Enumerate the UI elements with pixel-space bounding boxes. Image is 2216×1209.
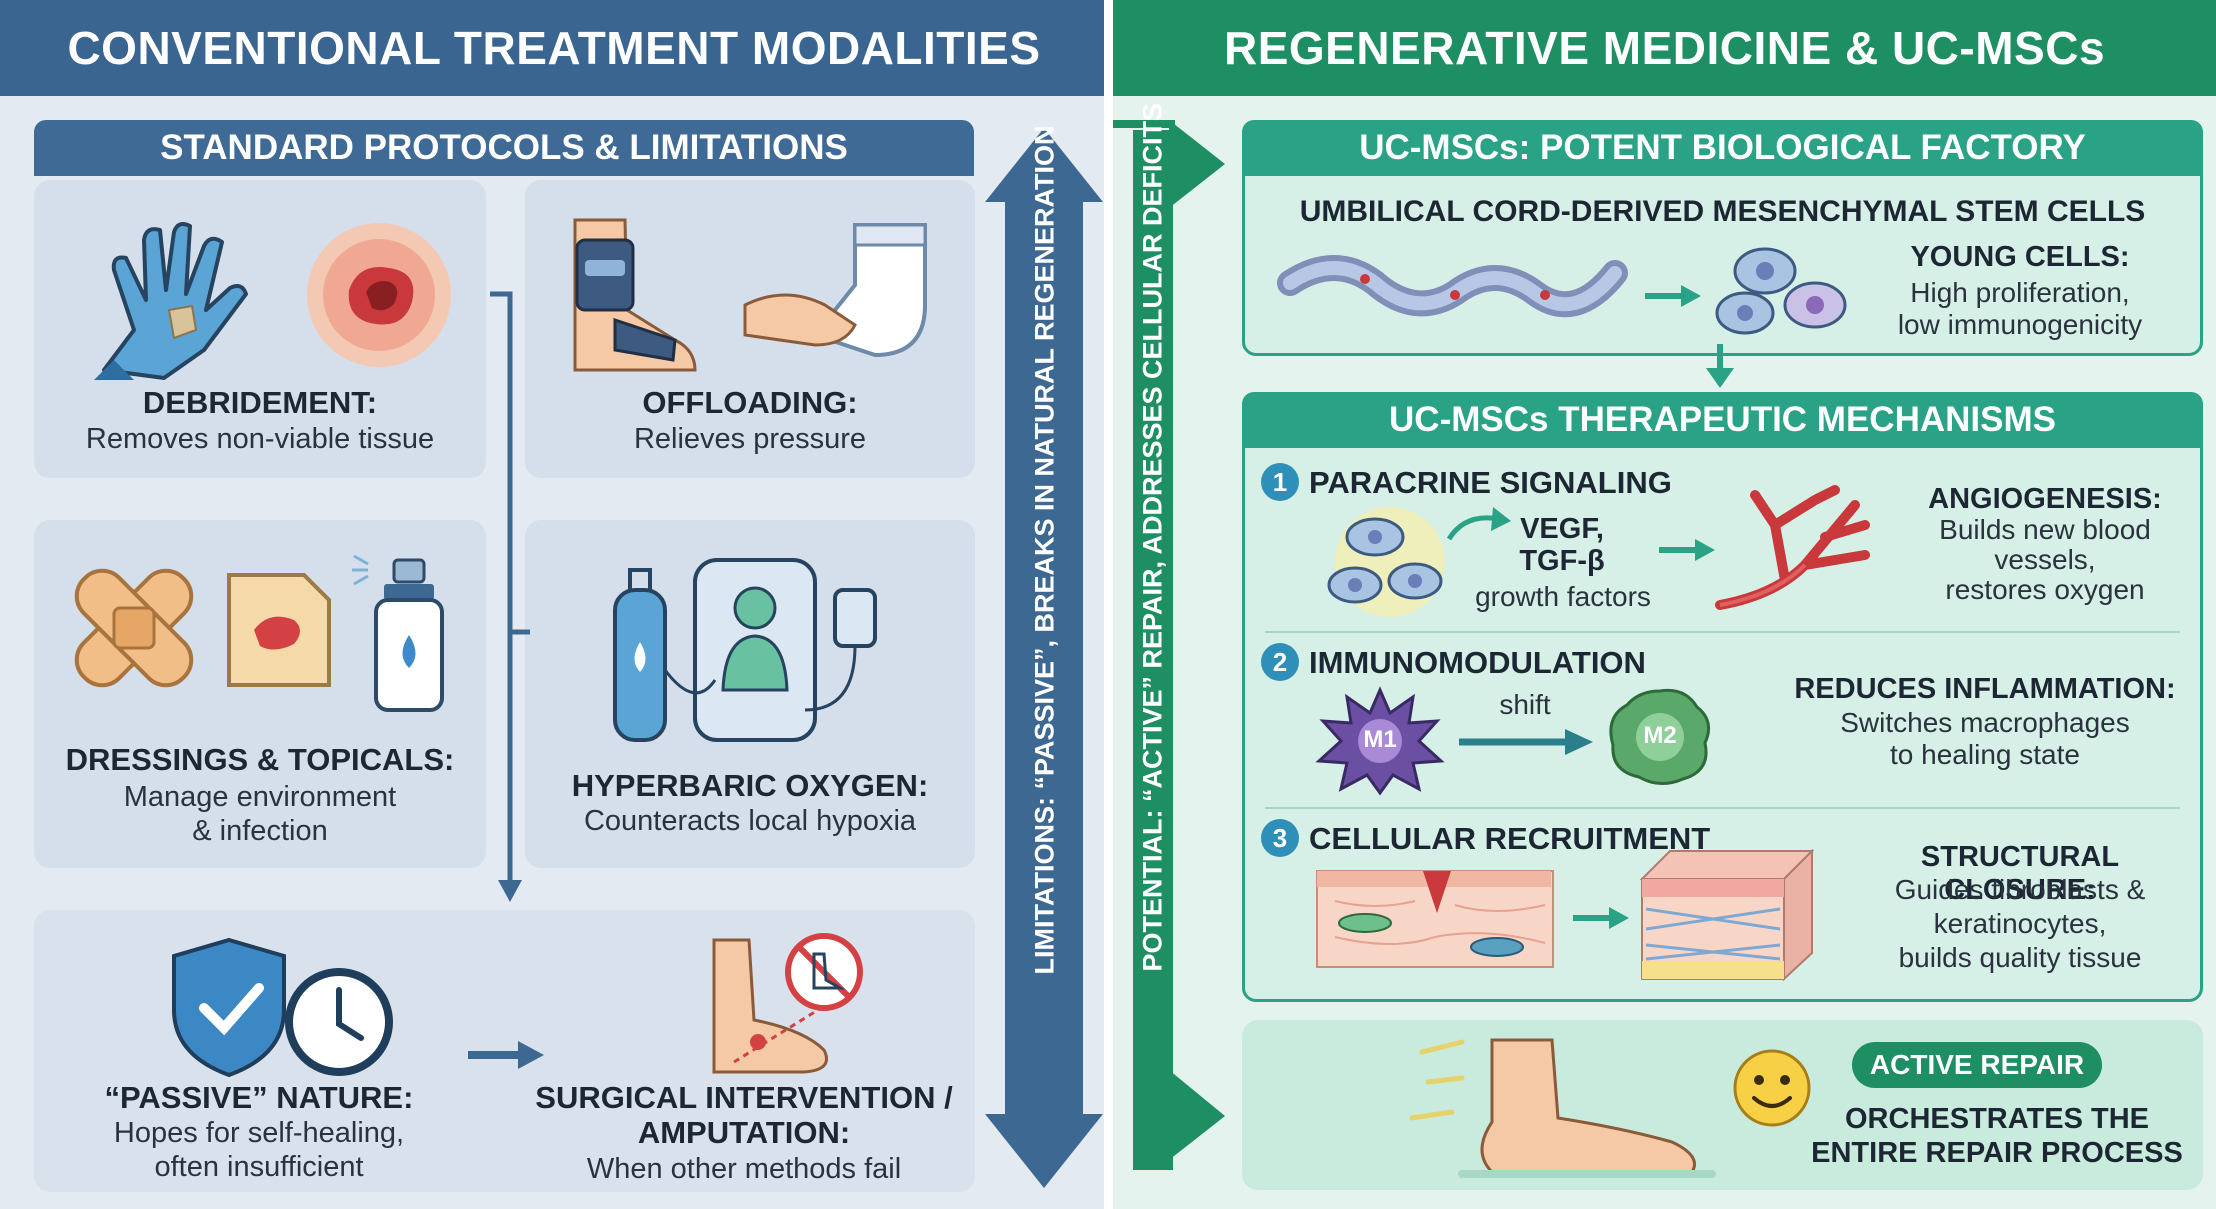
arrow-icon	[1659, 539, 1715, 561]
mechanism-2-number: 2	[1261, 643, 1299, 681]
stem-cells-icon	[1715, 247, 1847, 335]
mechanism-2-title: IMMUNOMODULATION	[1309, 645, 1646, 680]
mechanism-3-title: CELLULAR RECRUITMENT	[1309, 821, 1711, 856]
mechanism-1-number: 1	[1261, 463, 1299, 501]
vegf-tgf-label: VEGF, TGF-β	[1519, 513, 1605, 577]
active-repair-badge: ACTIVE REPAIR	[1852, 1042, 2102, 1088]
glove-icon	[94, 222, 248, 380]
limitations-arrow-label: LIMITATIONS: “PASSIVE”, BREAKS IN NATURA…	[1029, 125, 1060, 975]
dressings-card: DRESSINGS & TOPICALS: Manage environment…	[34, 520, 486, 868]
mechanisms-panel: UC-MSCs THERAPEUTIC MECHANISMS 1 PARACRI…	[1242, 392, 2203, 1002]
angiogenesis-desc: Builds new blood vessels, restores oxyge…	[1939, 514, 2151, 605]
mechanism-separator	[1265, 807, 2180, 809]
mechanism-1-title: PARACRINE SIGNALING	[1309, 465, 1672, 500]
standard-protocols-title: STANDARD PROTOCOLS & LIMITATIONS	[34, 120, 974, 176]
paracrine-cells-icon	[1327, 507, 1445, 617]
factory-subtitle: UMBILICAL CORD-DERIVED MESENCHYMAL STEM …	[1299, 195, 2146, 228]
debridement-card: DEBRIDEMENT: Removes non-viable tissue	[34, 180, 486, 478]
young-cells-desc: High proliferation, low immunogenicity	[1897, 277, 2143, 340]
dressings-title: DRESSINGS & TOPICALS:	[65, 742, 455, 777]
bandage-icon	[74, 568, 194, 688]
offloading-card: OFFLOADING: Relieves pressure	[525, 180, 975, 478]
shift-label: shift	[1499, 689, 1551, 720]
flow-connector	[490, 291, 530, 902]
amputation-foot-icon	[712, 933, 863, 1074]
blood-vessel-icon	[1715, 485, 1870, 610]
mechanism-separator	[1265, 631, 2180, 633]
sock-icon	[743, 223, 927, 358]
spray-bottle-icon	[352, 554, 444, 712]
young-cells-title: YOUNG CELLS:	[1910, 241, 2130, 273]
angiogenesis-title: ANGIOGENESIS:	[1928, 483, 2162, 515]
smiley-icon	[1733, 1049, 1811, 1127]
potential-arrow	[1113, 120, 1225, 1170]
m2-label: M2	[1643, 722, 1677, 749]
section-divider	[1104, 0, 1114, 1209]
growth-factors-label: growth factors	[1475, 581, 1651, 612]
hyperbaric-card: HYPERBARIC OXYGEN: Counteracts local hyp…	[525, 520, 975, 868]
mechanisms-title: UC-MSCs THERAPEUTIC MECHANISMS	[1242, 392, 2203, 448]
m1-label: M1	[1363, 726, 1397, 753]
arrow-icon	[1645, 285, 1701, 307]
active-repair-desc: ORCHESTRATES THE ENTIRE REPAIR PROCESS	[1811, 1103, 2183, 1169]
surgical-title: SURGICAL INTERVENTION / AMPUTATION:	[535, 1080, 953, 1150]
gauze-pad-icon	[227, 573, 331, 687]
healed-tissue-block-icon	[1639, 848, 1815, 982]
potential-arrow-label: POTENTIAL: “ACTIVE” REPAIR, ADDRESSES CE…	[1137, 102, 1168, 972]
ankle-brace-icon	[573, 218, 697, 372]
limitations-panel: “PASSIVE” NATURE: Hopes for self-healing…	[34, 910, 975, 1192]
shift-arrow-icon	[1459, 729, 1593, 755]
passive-desc: Hopes for self-healing, often insufficie…	[113, 1117, 405, 1183]
offloading-title: OFFLOADING:	[642, 385, 858, 420]
debridement-desc: Removes non-viable tissue	[85, 423, 435, 455]
hyperbaric-title: HYPERBARIC OXYGEN:	[571, 768, 929, 803]
debridement-title: DEBRIDEMENT:	[142, 385, 378, 420]
umbilical-cord-icon	[1277, 255, 1628, 318]
wound-icon	[307, 223, 451, 367]
m1-macrophage-icon	[1315, 686, 1445, 796]
hyperbaric-chamber-icon	[613, 558, 877, 742]
healthy-foot-icon	[1409, 1038, 1716, 1178]
structural-closure-title: STRUCTURAL CLOSURE:	[1920, 841, 2120, 906]
factory-panel: UC-MSCs: POTENT BIOLOGICAL FACTORY UMBIL…	[1242, 120, 2203, 356]
structural-closure-desc: Guides fibroblasts & keratinocytes, buil…	[1894, 874, 2146, 973]
offloading-desc: Relieves pressure	[633, 423, 867, 455]
curved-arrow-icon	[1446, 507, 1511, 541]
regenerative-section: REGENERATIVE MEDICINE & UC-MSCs POTENTIA…	[1113, 0, 2216, 1209]
wound-tissue-icon	[1316, 870, 1554, 968]
factory-title: UC-MSCs: POTENT BIOLOGICAL FACTORY	[1242, 120, 2203, 176]
standard-protocols-panel: STANDARD PROTOCOLS & LIMITATIONS	[34, 120, 974, 176]
surgical-desc: When other methods fail	[586, 1153, 902, 1185]
hyperbaric-desc: Counteracts local hypoxia	[583, 805, 917, 837]
passive-title: “PASSIVE” NATURE:	[104, 1080, 414, 1115]
conventional-section: CONVENTIONAL TREATMENT MODALITIES STANDA…	[0, 0, 1108, 1209]
dressings-desc: Manage environment & infection	[123, 781, 397, 847]
m2-macrophage-icon	[1609, 688, 1711, 785]
reduces-inflammation-desc: Switches macrophages to healing state	[1840, 707, 2130, 770]
regenerative-banner: REGENERATIVE MEDICINE & UC-MSCs	[1113, 0, 2216, 96]
right-arrow-icon	[468, 1041, 544, 1069]
reduces-inflammation-title: REDUCES INFLAMMATION:	[1794, 673, 2176, 705]
active-repair-panel: ACTIVE REPAIR ORCHESTRATES THE ENTIRE RE…	[1242, 1020, 2203, 1190]
arrow-icon	[1573, 907, 1629, 929]
down-arrow-icon	[1706, 344, 1734, 388]
shield-clock-icon	[172, 937, 393, 1078]
limitations-arrow	[985, 128, 1103, 1188]
mechanism-3-number: 3	[1261, 819, 1299, 857]
conventional-banner: CONVENTIONAL TREATMENT MODALITIES	[0, 0, 1108, 96]
